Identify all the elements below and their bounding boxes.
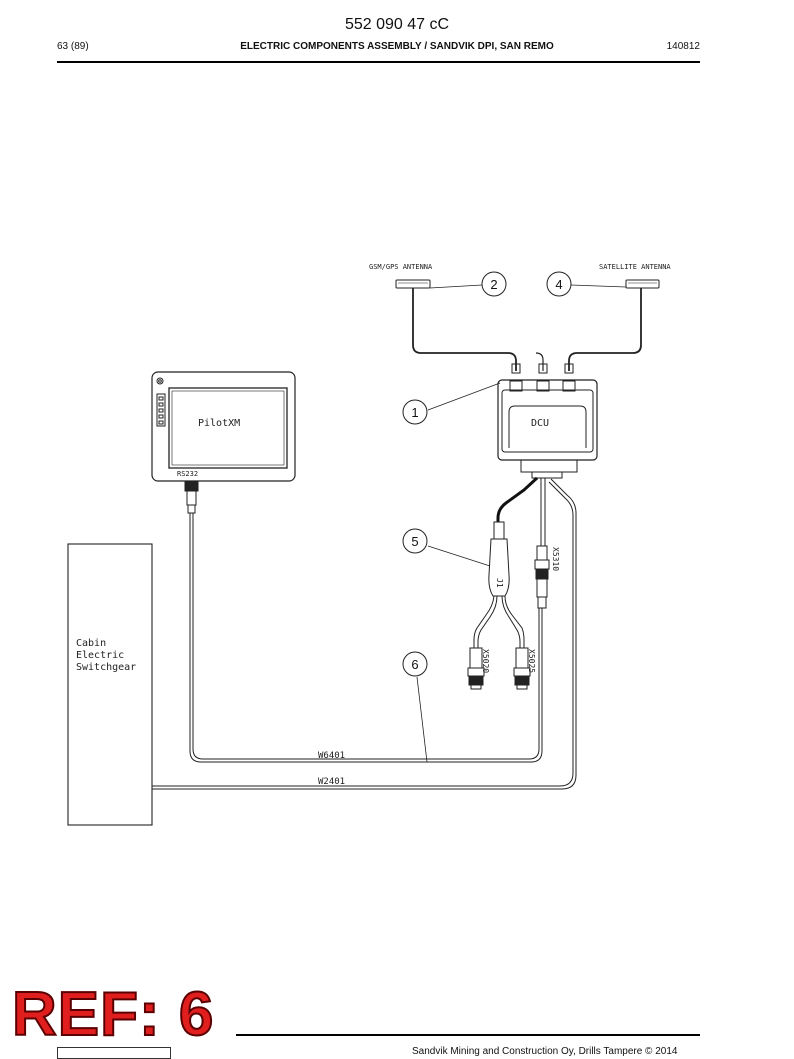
- cabin-switchgear-box: [67, 543, 153, 826]
- j1-label: J1: [495, 578, 504, 588]
- callout-5-circle: [402, 528, 428, 554]
- rs232-label: RS232: [177, 470, 198, 478]
- callout-2-circle: [481, 271, 507, 297]
- dcu-unit: [497, 379, 598, 479]
- x5310-connector: [534, 545, 550, 609]
- x5020-connector: [467, 647, 485, 690]
- x5310-label: X5310: [551, 547, 560, 571]
- x5020-label: X5020: [481, 649, 490, 673]
- document-title: ELECTRIC COMPONENTS ASSEMBLY / SANDVIK D…: [240, 41, 554, 52]
- switchgear-label-line1: Cabin: [76, 638, 106, 649]
- callout-1-circle: [402, 399, 428, 425]
- gsm-gps-antenna-label: GSM/GPS ANTENNA: [369, 263, 433, 271]
- header-rule: [57, 61, 700, 63]
- switchgear-label-line3: Switchgear: [76, 662, 136, 673]
- switchgear-label-line2: Electric: [76, 650, 124, 661]
- callout-4: 4: [555, 277, 562, 292]
- w2401-label: W2401: [318, 777, 345, 787]
- dcu-label: DCU: [531, 418, 549, 429]
- callout-6: 6: [411, 657, 418, 672]
- sandvik-logo: [57, 1047, 171, 1059]
- page-number: 63 (89): [57, 41, 89, 52]
- ref-stamp: REF: 6: [11, 980, 215, 1049]
- x5025-label: X5025: [527, 649, 536, 673]
- callout-4-circle: [546, 271, 572, 297]
- footer-copyright: Sandvik Mining and Construction Oy, Dril…: [412, 1046, 678, 1057]
- satellite-antenna-label: SATELLITE ANTENNA: [599, 263, 671, 271]
- date-code: 140812: [666, 41, 700, 52]
- document-number: 552 090 47 cC: [344, 16, 450, 33]
- callout-6-circle: [402, 651, 428, 677]
- callout-1: 1: [411, 405, 418, 420]
- callout-2: 2: [490, 277, 497, 292]
- gsm-gps-antenna: [395, 279, 431, 289]
- w6401-label: W6401: [318, 751, 345, 761]
- pilotxm-label: PilotXM: [198, 418, 240, 429]
- x5025-connector: [513, 647, 531, 690]
- callout-5: 5: [411, 534, 418, 549]
- satellite-antenna: [625, 279, 660, 289]
- pilotxm-display: [151, 371, 296, 482]
- footer-rule: [236, 1034, 700, 1036]
